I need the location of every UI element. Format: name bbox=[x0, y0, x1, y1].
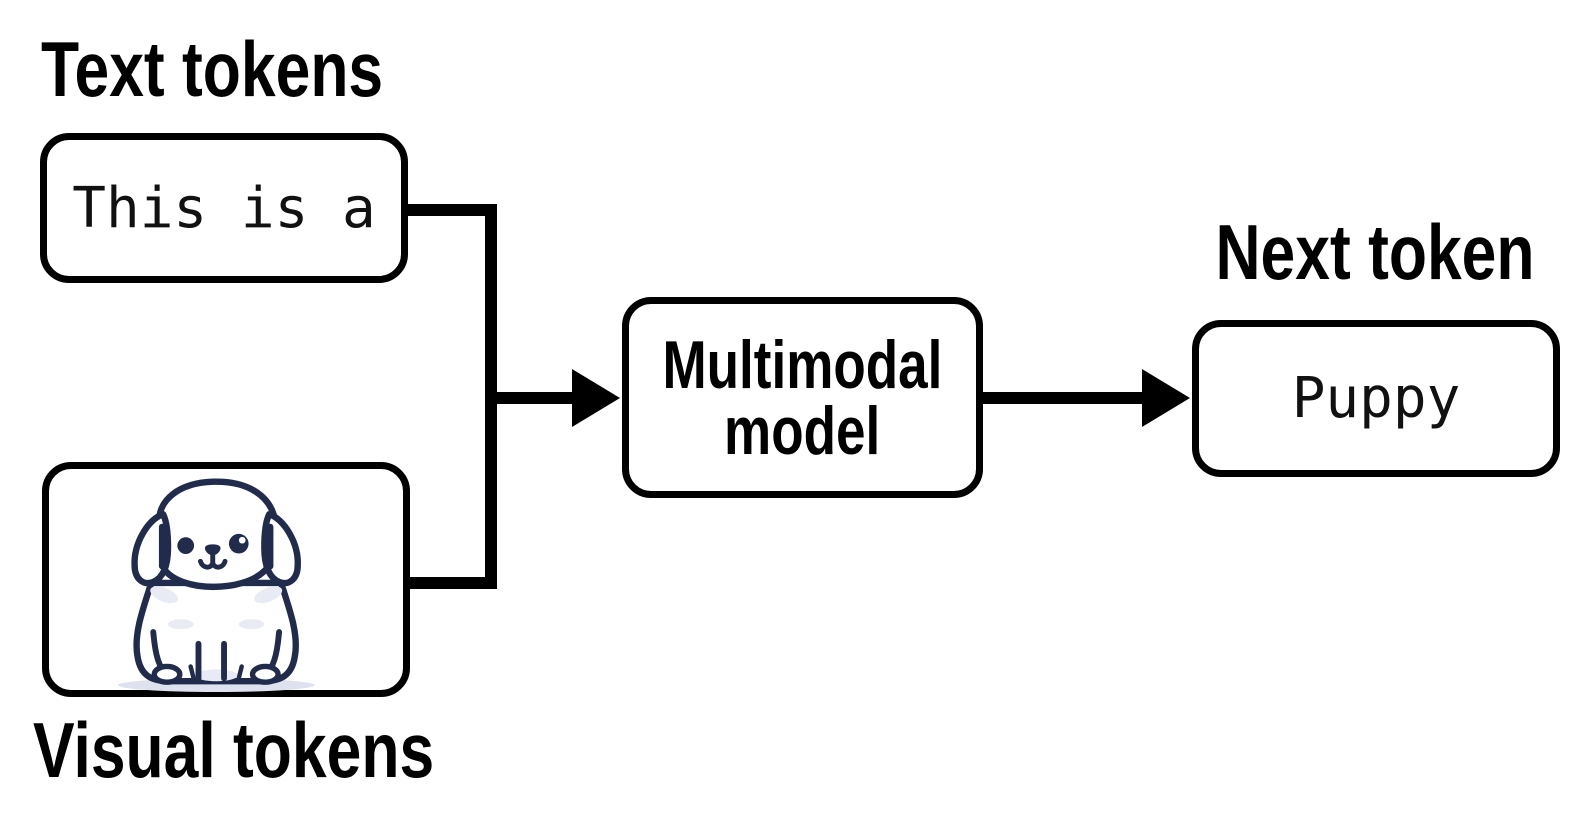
puppy-mouth bbox=[197, 556, 228, 570]
multimodal-model-node: Multimodal model bbox=[622, 297, 983, 498]
arrow-to-output bbox=[983, 369, 1190, 427]
next-token-label: Next token bbox=[1215, 208, 1535, 296]
puppy-illustration bbox=[117, 478, 315, 692]
text-token-value: This is a bbox=[72, 175, 376, 241]
puppy-nose bbox=[204, 543, 221, 555]
merge-bracket-line bbox=[404, 204, 497, 589]
text-token-node: This is a bbox=[40, 133, 408, 283]
visual-token-node bbox=[42, 462, 410, 697]
puppy-head bbox=[153, 478, 280, 590]
puppy-right-eye bbox=[228, 533, 249, 553]
puppy-left-eye bbox=[177, 536, 195, 554]
visual-tokens-label: Visual tokens bbox=[33, 706, 435, 794]
model-label-line1: Multimodal bbox=[662, 326, 943, 403]
text-tokens-label: Text tokens bbox=[41, 25, 384, 113]
next-token-value: Puppy bbox=[1291, 366, 1461, 431]
model-label-line2: model bbox=[724, 392, 881, 469]
arrow-to-model bbox=[485, 369, 620, 427]
next-token-node: Puppy bbox=[1192, 320, 1560, 477]
